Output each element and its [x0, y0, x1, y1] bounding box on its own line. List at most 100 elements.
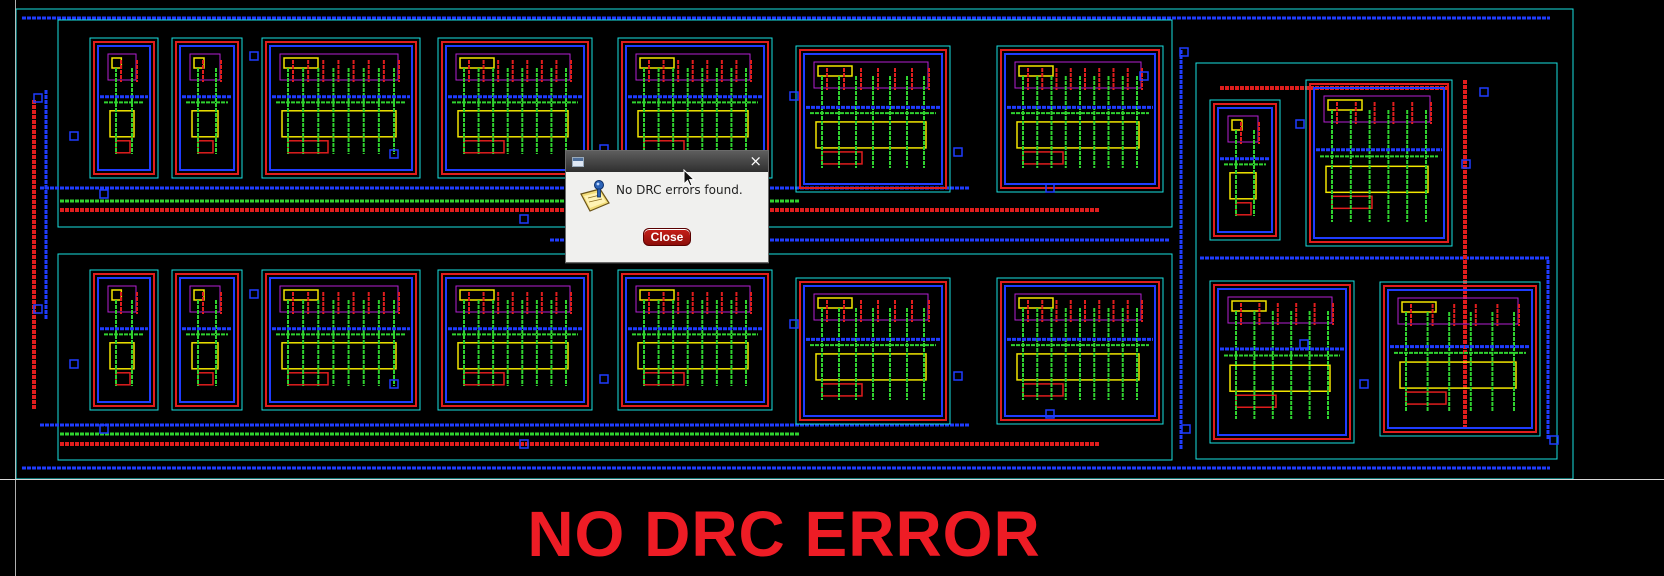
layout-canvas[interactable] — [0, 0, 1664, 480]
cell-ring — [625, 277, 765, 403]
cell-boundary — [437, 37, 593, 179]
via-marker — [789, 319, 799, 329]
via-marker — [1461, 159, 1471, 169]
cell-boundary — [1305, 79, 1453, 247]
contact-strap — [1235, 202, 1252, 216]
cell-boundary — [171, 269, 243, 411]
via-marker — [789, 91, 799, 101]
close-button[interactable]: Close — [643, 228, 691, 246]
via-marker — [599, 374, 609, 384]
cell-ring — [445, 45, 585, 171]
cell-ring — [441, 41, 589, 175]
cell-ring — [1004, 285, 1156, 417]
drc-result-dialog: × No DRC errors found. Close — [565, 150, 769, 263]
pmos-diffusion — [283, 57, 319, 69]
via-marker — [1295, 119, 1305, 129]
via-marker — [1139, 71, 1149, 81]
cell-boundary — [437, 269, 593, 411]
nmos-diffusion — [1399, 361, 1517, 389]
cell-ring — [1004, 53, 1156, 185]
via-marker — [1045, 183, 1055, 193]
nmos-diffusion — [815, 353, 927, 381]
window-icon — [572, 157, 584, 167]
nmos-diffusion — [637, 342, 749, 370]
pmos-diffusion — [111, 57, 123, 69]
cell-ring — [803, 53, 943, 185]
nmos-diffusion — [191, 342, 219, 370]
right-block-boundary — [1195, 62, 1558, 460]
via-marker — [1479, 87, 1489, 97]
contact-strap — [463, 372, 505, 386]
cell-ring — [1383, 285, 1537, 433]
pmos-diffusion — [283, 289, 319, 301]
mouse-pointer-icon — [683, 169, 695, 187]
contact-strap — [1022, 383, 1064, 397]
nmos-diffusion — [1016, 121, 1140, 149]
cell-boundary — [1209, 99, 1281, 241]
contact-strap — [643, 372, 685, 386]
via-marker — [69, 131, 79, 141]
cell-ring — [265, 273, 417, 407]
nmos-diffusion — [281, 342, 397, 370]
contact-strap — [1331, 195, 1373, 210]
cell-boundary — [795, 45, 951, 193]
cell-ring — [621, 273, 769, 407]
cell-boundary — [261, 37, 421, 179]
cell-ring — [179, 277, 235, 403]
nmos-diffusion — [1016, 353, 1140, 381]
dialog-message: No DRC errors found. — [616, 183, 743, 197]
dialog-titlebar[interactable]: × — [566, 151, 768, 172]
pmos-diffusion — [817, 297, 853, 309]
no-drc-error-caption: NO DRC ERROR — [527, 498, 1041, 570]
canvas-left-edge — [15, 0, 16, 576]
via-marker — [1181, 424, 1191, 434]
close-icon[interactable]: × — [749, 152, 762, 170]
nmos-diffusion — [109, 342, 135, 370]
cell-ring — [1213, 284, 1351, 440]
cell-boundary — [795, 277, 951, 425]
info-note-icon — [580, 180, 610, 212]
cell-ring — [179, 45, 235, 171]
canvas-divider — [0, 479, 1664, 480]
cell-ring — [93, 41, 155, 175]
via-marker — [1179, 47, 1189, 57]
cell-ring — [803, 285, 943, 417]
cell-ring — [1000, 49, 1160, 189]
cell-boundary — [617, 269, 773, 411]
cell-ring — [1217, 107, 1273, 233]
contact-strap — [197, 140, 214, 154]
cell-ring — [1387, 289, 1533, 429]
nmos-diffusion — [637, 110, 749, 138]
via-marker — [249, 51, 259, 61]
cell-ring — [799, 281, 947, 421]
contact-strap — [287, 372, 329, 386]
pmos-diffusion — [817, 65, 853, 77]
cell-boundary — [996, 45, 1164, 193]
nmos-diffusion — [457, 110, 569, 138]
contact-strap — [1022, 151, 1064, 165]
cell-ring — [1309, 83, 1449, 243]
cell-ring — [265, 41, 417, 175]
via-marker — [99, 189, 109, 199]
pmos-diffusion — [639, 57, 675, 69]
cell-ring — [1217, 288, 1347, 436]
cell-boundary — [89, 37, 159, 179]
pmos-diffusion — [111, 289, 123, 301]
nmos-diffusion — [815, 121, 927, 149]
via-marker — [519, 214, 529, 224]
via-marker — [1045, 409, 1055, 419]
pmos-diffusion — [459, 289, 495, 301]
pmos-diffusion — [1327, 99, 1363, 111]
nmos-diffusion — [457, 342, 569, 370]
contact-strap — [1235, 394, 1277, 408]
nmos-diffusion — [281, 110, 397, 138]
pmos-diffusion — [1018, 65, 1054, 77]
cell-ring — [269, 45, 413, 171]
cell-boundary — [996, 277, 1164, 425]
cell-boundary — [171, 37, 243, 179]
pmos-diffusion — [459, 57, 495, 69]
via-marker — [1549, 435, 1559, 445]
via-marker — [519, 439, 529, 449]
via-marker — [1299, 339, 1309, 349]
nmos-diffusion — [1325, 165, 1429, 194]
